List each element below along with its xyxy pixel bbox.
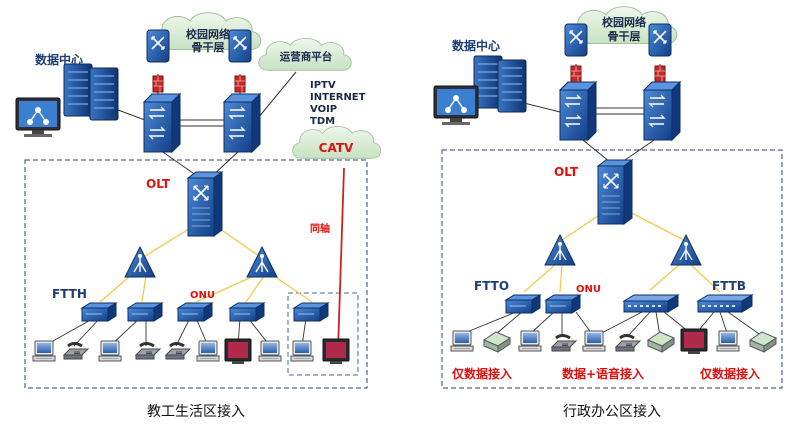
right-data-voice-label: 数据+语音接入 bbox=[562, 366, 644, 381]
right-splitter-a-icon bbox=[544, 234, 576, 266]
right-fttb-switch-b-icon bbox=[697, 294, 753, 313]
left-firewall-a-icon bbox=[152, 75, 164, 93]
left-data-center-label: 数据中心 bbox=[35, 52, 83, 67]
left-admin-monitor-icon bbox=[15, 97, 61, 138]
right-olt-label: OLT bbox=[554, 165, 579, 179]
left-caption: 教工生活区接入 bbox=[147, 403, 245, 420]
left-tv-2-icon bbox=[322, 338, 350, 365]
right-scanner-2-icon bbox=[647, 331, 675, 353]
left-pc-1-icon bbox=[32, 340, 56, 362]
left-catv-sub-area bbox=[287, 292, 359, 376]
left-onu-1-icon bbox=[81, 302, 117, 322]
left-campus-cloud-label1: 校园网络 bbox=[186, 27, 230, 41]
right-onu-2-icon bbox=[545, 294, 581, 314]
left-server-a-icon bbox=[63, 63, 93, 117]
right-splitter-b-icon bbox=[670, 234, 702, 266]
left-coax-label: 同轴 bbox=[310, 222, 330, 235]
right-caption: 行政办公区接入 bbox=[563, 403, 661, 420]
right-router-b-icon bbox=[648, 23, 672, 57]
left-server-b-icon bbox=[89, 67, 119, 121]
right-device-terminal-links bbox=[461, 311, 763, 337]
left-pc-3-icon bbox=[196, 340, 220, 362]
right-campus-cloud-label2: 骨干层 bbox=[608, 30, 641, 43]
right-pc-1-icon bbox=[450, 330, 474, 352]
right-pc-2-icon bbox=[518, 330, 542, 352]
right-scanner-3-icon bbox=[749, 331, 777, 353]
left-pc-4-icon bbox=[258, 340, 282, 362]
left-olt-icon bbox=[187, 171, 223, 237]
left-olt-label: OLT bbox=[146, 177, 171, 191]
right-campus-cloud-label1: 校园网络 bbox=[602, 15, 646, 29]
left-onu-label: ONU bbox=[190, 290, 215, 301]
right-onu-label: ONU bbox=[576, 284, 601, 295]
left-ftth-label: FTTH bbox=[52, 287, 87, 301]
left-core-link bbox=[172, 119, 228, 127]
right-pc-3-icon bbox=[582, 330, 606, 352]
right-admin-monitor-icon bbox=[433, 85, 479, 126]
left-service-tdm: TDM bbox=[310, 116, 335, 127]
left-operator-cloud-label: 运营商平台 bbox=[280, 50, 333, 63]
right-phone-2-icon bbox=[614, 334, 642, 353]
right-core-switch-a-icon bbox=[559, 81, 597, 141]
left-firewall-b-icon bbox=[234, 75, 246, 93]
right-olt-icon bbox=[597, 159, 633, 225]
left-campus-cloud-label2: 骨干层 bbox=[192, 41, 225, 54]
left-pc-2-icon bbox=[98, 340, 122, 362]
right-fttb-switch-a-icon bbox=[623, 294, 679, 313]
left-access-area bbox=[24, 159, 368, 389]
left-datacenter-link bbox=[117, 109, 146, 121]
left-service-voip: VOIP bbox=[310, 104, 337, 115]
left-catv-coax-line bbox=[337, 167, 345, 351]
left-onu-3-icon bbox=[177, 302, 213, 322]
left-onu-4-icon bbox=[229, 302, 265, 322]
left-splitter-a-icon bbox=[124, 246, 156, 278]
right-tv-1-icon bbox=[680, 328, 708, 355]
left-onu-terminal-links bbox=[43, 317, 307, 347]
left-operator-link bbox=[257, 71, 297, 119]
left-phone-3-icon bbox=[164, 342, 192, 361]
left-router-a-icon bbox=[146, 29, 170, 63]
left-pc-5-icon bbox=[290, 340, 314, 362]
left-tv-1-icon bbox=[224, 338, 252, 365]
left-core-switch-b-icon bbox=[223, 93, 261, 153]
right-data-only-right-label: 仅数据接入 bbox=[699, 366, 760, 381]
left-splitter-onu-links bbox=[99, 275, 313, 303]
right-firewall-b-icon bbox=[654, 65, 666, 83]
right-data-center-label: 数据中心 bbox=[452, 38, 500, 53]
right-scanner-1-icon bbox=[483, 331, 511, 353]
right-pc-4-icon bbox=[716, 330, 740, 352]
right-core-switch-b-icon bbox=[643, 81, 681, 141]
right-onu-1-icon bbox=[505, 294, 541, 314]
right-phone-1-icon bbox=[550, 334, 578, 353]
left-service-iptv: IPTV bbox=[310, 80, 336, 91]
right-firewall-a-icon bbox=[570, 65, 582, 83]
right-diagram: 校园网络 骨干层 数据中心 OLT FTTO ONU FTTB 仅 bbox=[433, 6, 783, 420]
left-onu-2-icon bbox=[127, 302, 163, 322]
left-phone-2-icon bbox=[134, 342, 162, 361]
right-access-area bbox=[441, 149, 783, 389]
right-ftto-label: FTTO bbox=[474, 279, 509, 293]
right-fttb-label: FTTB bbox=[712, 279, 746, 293]
left-service-internet: INTERNET bbox=[310, 92, 366, 103]
left-core-switch-a-icon bbox=[143, 93, 181, 153]
left-router-b-icon bbox=[228, 29, 252, 63]
left-catv-label: CATV bbox=[319, 141, 354, 155]
left-onu-5-icon bbox=[293, 302, 329, 322]
right-router-a-icon bbox=[564, 23, 588, 57]
right-data-only-left-label: 仅数据接入 bbox=[451, 366, 512, 381]
left-phone-1-icon bbox=[62, 342, 90, 361]
right-server-b-icon bbox=[497, 59, 527, 113]
right-splitter-device-links bbox=[523, 263, 721, 293]
left-diagram: 校园网络 骨干层 运营商平台 CATV 数据中心 IPTV INTERNET V… bbox=[15, 12, 382, 420]
right-core-link bbox=[588, 107, 646, 115]
